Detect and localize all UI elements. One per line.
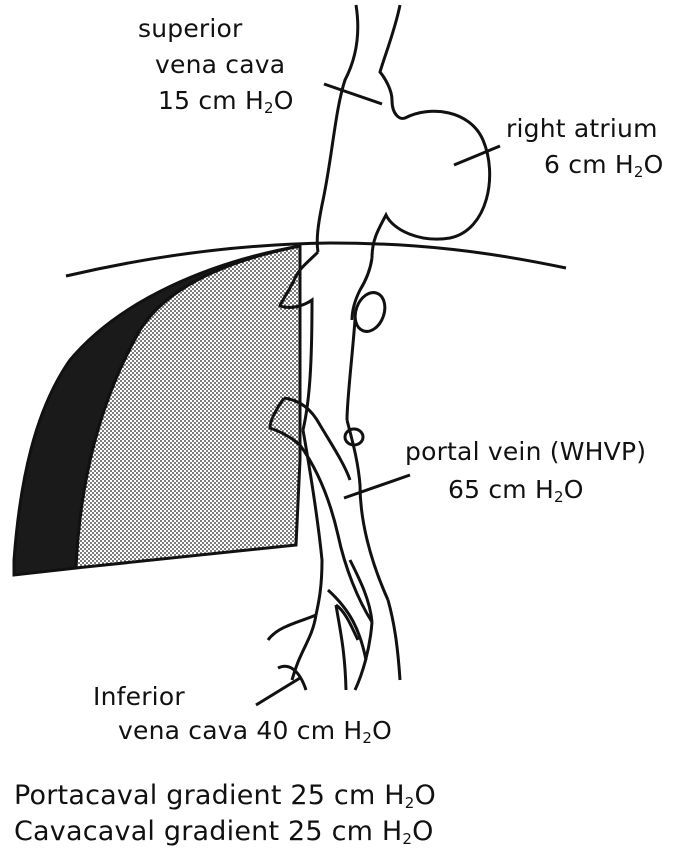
cavacaval-text: Cavacaval gradient 25 cm H (14, 816, 402, 847)
svc-label-line1: superior (138, 14, 243, 43)
pv-pressure-tail: O (564, 475, 584, 504)
pv-pressure-subscript: 2 (554, 488, 564, 506)
pv-label: portal vein (WHVP) (405, 437, 646, 466)
portacaval-tail: O (415, 780, 436, 811)
ivc-pressure-value: vena cava 40 cm H (118, 716, 362, 745)
liver-stippled-zone (76, 246, 300, 568)
pv-pressure: 65 cm H2O (448, 475, 584, 508)
ra-pressure-subscript: 2 (634, 163, 644, 181)
ra-pressure: 6 cm H2O (544, 150, 664, 183)
cavacaval-tail: O (412, 816, 433, 847)
ivc-label-line1: Inferior (93, 682, 185, 711)
ivc-pressure-tail: O (372, 716, 392, 745)
svc-pressure: 15 cm H2O (158, 86, 294, 119)
svc-pressure-subscript: 2 (264, 99, 274, 117)
ra-pressure-tail: O (644, 150, 664, 179)
cavacaval-subscript: 2 (402, 830, 412, 848)
ivc-label-line2: vena cava 40 cm H2O (118, 716, 392, 749)
diaphragm-line (66, 243, 566, 276)
ra-label: right atrium (506, 114, 658, 143)
svc-pressure-value: 15 cm H (158, 86, 264, 115)
ivc-pressure-subscript: 2 (362, 729, 372, 747)
svc-pressure-tail: O (274, 86, 294, 115)
pv-pressure-value: 65 cm H (448, 475, 554, 504)
portacaval-gradient: Portacaval gradient 25 cm H2O (14, 778, 436, 817)
svc-label-line2: vena cava (155, 50, 285, 79)
portacaval-subscript: 2 (405, 794, 415, 812)
cavacaval-gradient: Cavacaval gradient 25 cm H2O (14, 814, 434, 853)
ra-pressure-value: 6 cm H (544, 150, 634, 179)
right-atrium (372, 100, 490, 258)
portacaval-text: Portacaval gradient 25 cm H (14, 780, 405, 811)
